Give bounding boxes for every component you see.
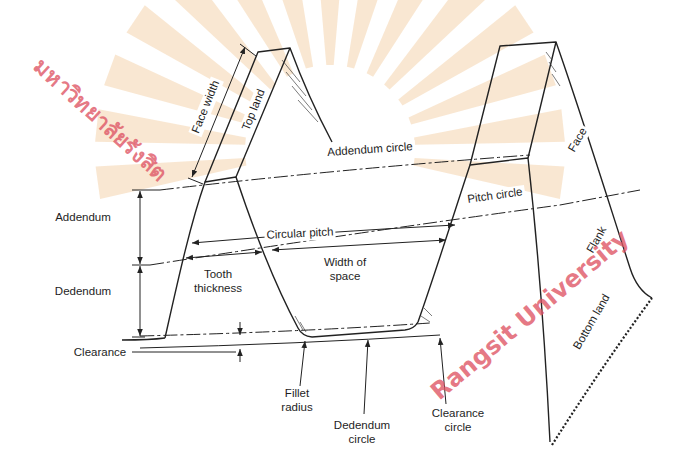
bottom-land-label: Bottom land	[570, 290, 615, 354]
addendum-circle-label: Addendum circle	[325, 140, 415, 160]
fillet-radius-label: Fillet radius	[270, 387, 324, 415]
width-of-space-label: Width of space	[317, 256, 373, 284]
face-label: Face	[565, 124, 592, 157]
dedendum-label: Dedendum	[53, 285, 113, 299]
logo-ray	[206, 0, 294, 77]
pitch-circle-label: Pitch circle	[465, 185, 526, 207]
gear-teeth	[122, 42, 652, 445]
logo-ray	[314, 0, 347, 65]
clearance-label: Clearance	[72, 346, 128, 360]
logo-ray	[414, 109, 565, 145]
circular-pitch-label: Circular pitch	[264, 225, 336, 242]
shading	[282, 52, 560, 332]
reference-circles	[140, 155, 640, 348]
dedendum-circle-label: Dedendum circle	[324, 419, 400, 447]
addendum-label: Addendum	[53, 211, 113, 225]
dimension-lines	[132, 44, 455, 414]
clearance-circle-label: Clearance circle	[425, 407, 491, 435]
tooth-thickness-label: Tooth thickness	[188, 268, 248, 296]
